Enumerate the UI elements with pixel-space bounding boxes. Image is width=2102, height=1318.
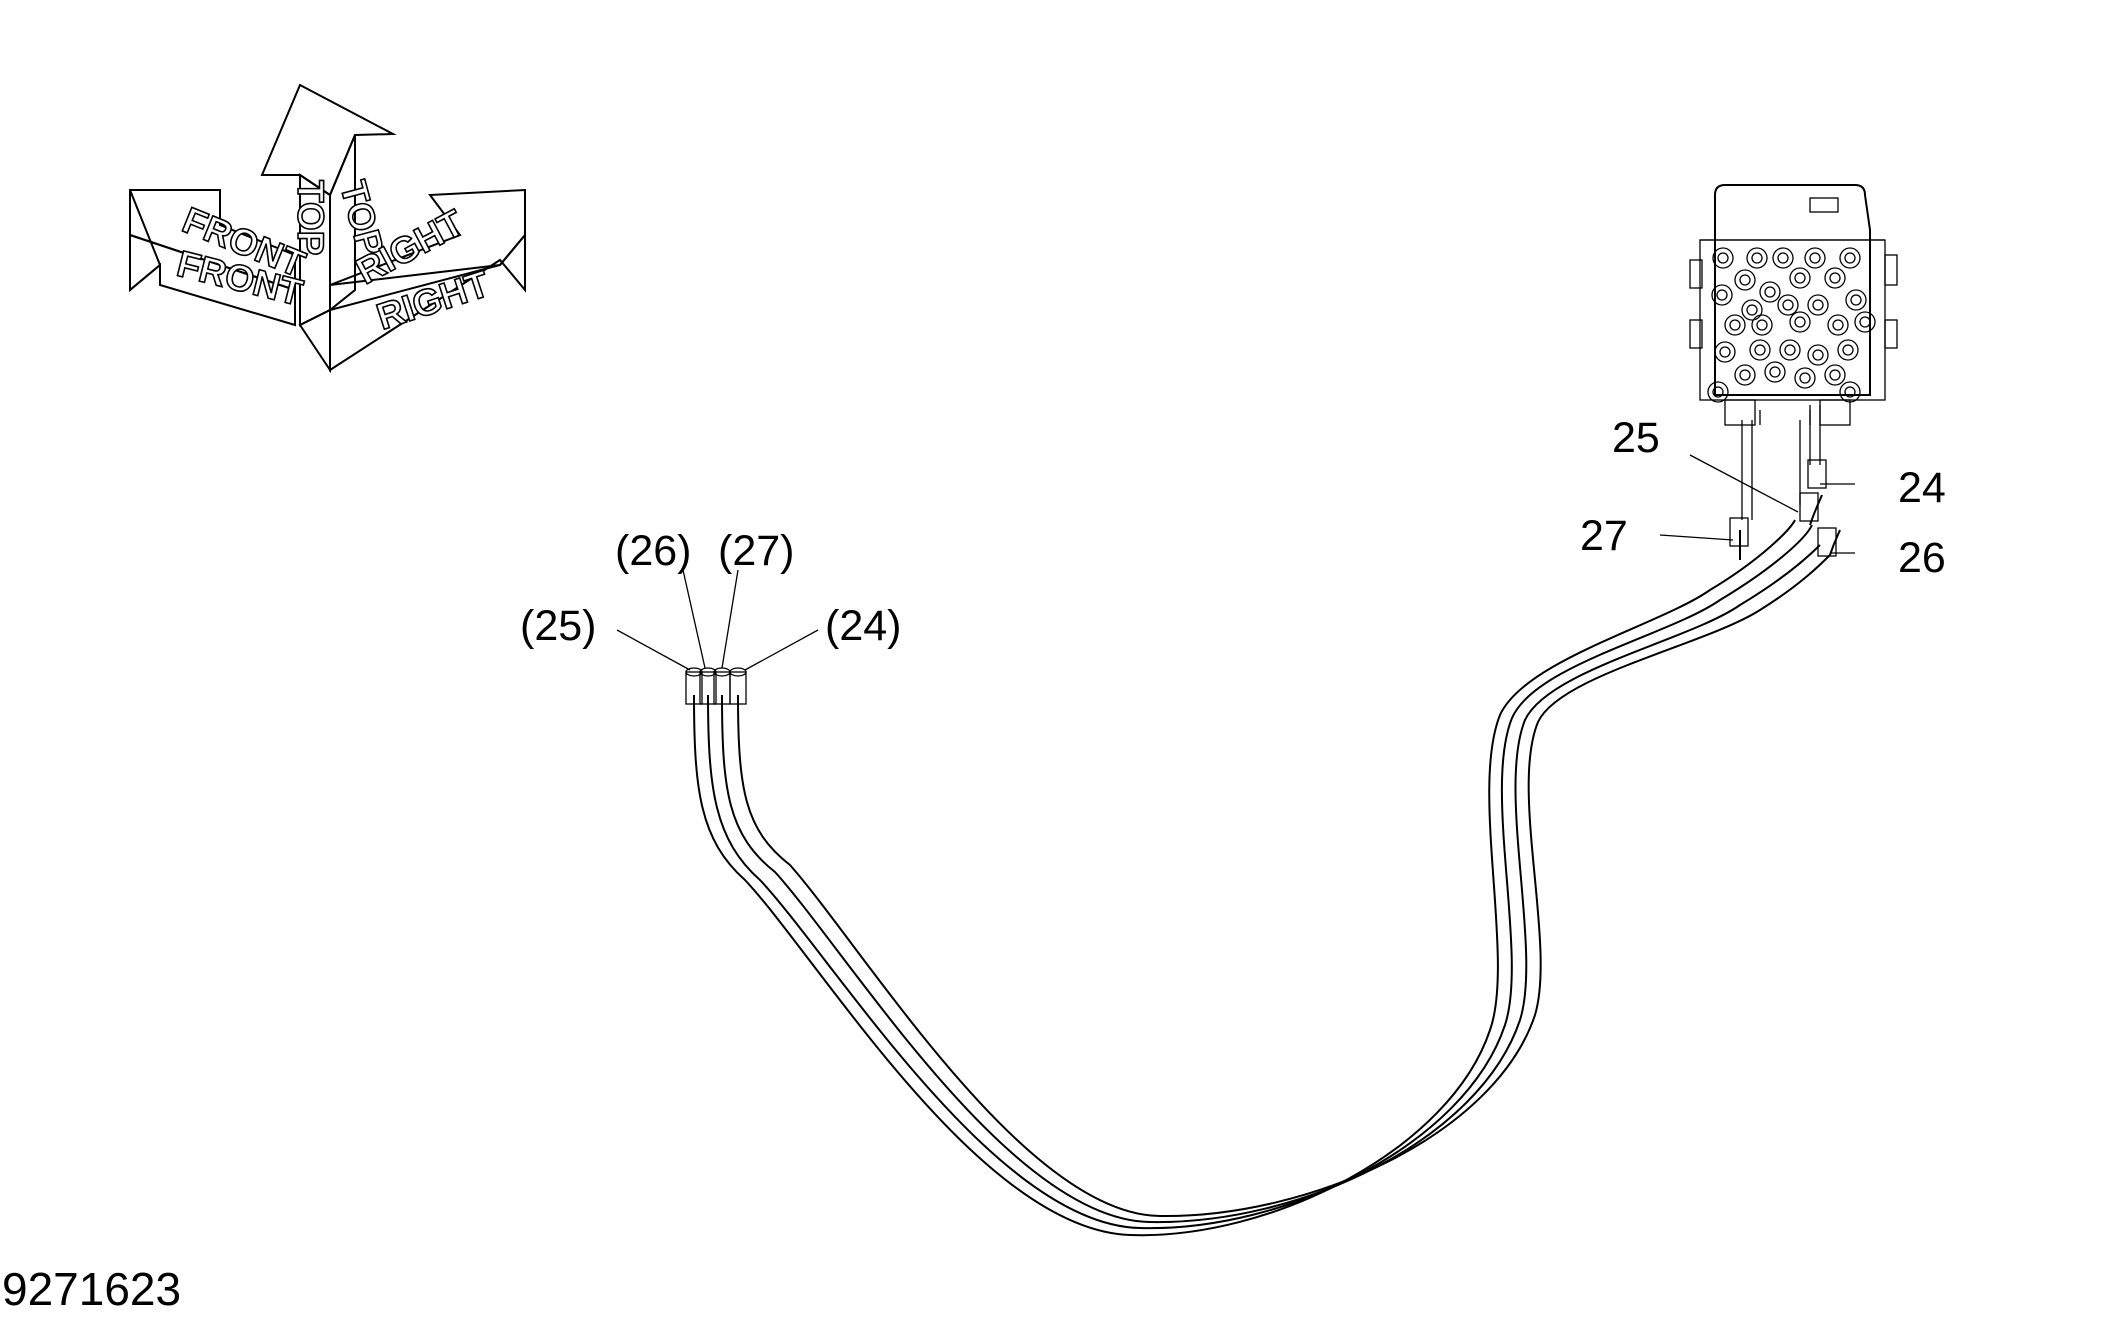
bolt-head	[1824, 364, 1846, 386]
callout-27-ref: (27)	[718, 527, 794, 575]
bolt-center	[1784, 344, 1796, 356]
right-fittings	[1729, 459, 1837, 557]
bolt-center	[1812, 299, 1824, 311]
bolt-center	[1832, 319, 1844, 331]
bolt-head	[1777, 294, 1799, 316]
bolt-center	[1850, 294, 1862, 306]
bolt-head	[1807, 344, 1829, 366]
bolt-head	[1845, 289, 1867, 311]
bolt-head	[1734, 364, 1756, 386]
bolt-head	[1804, 247, 1826, 269]
bolt-center	[1794, 316, 1806, 328]
bolt-head	[1734, 269, 1756, 291]
bolt-head	[1779, 339, 1801, 361]
bolt-center	[1717, 252, 1729, 264]
bolt-head	[1794, 367, 1816, 389]
bolt-center	[1751, 252, 1763, 264]
bolt-head	[1854, 311, 1876, 333]
bolt-center	[1829, 369, 1841, 381]
bolt-head	[1827, 314, 1849, 336]
bolt-center	[1729, 319, 1741, 331]
bolt-head	[1712, 247, 1734, 269]
bolt-head	[1789, 267, 1811, 289]
bolt-center	[1844, 386, 1856, 398]
right-arrow	[298, 188, 526, 374]
leader-lines	[616, 454, 1855, 671]
bolt-head	[1824, 267, 1846, 289]
bolt-center	[1777, 252, 1789, 264]
bolt-center	[1844, 252, 1856, 264]
bolt-head	[1714, 341, 1736, 363]
bolt-head	[1839, 247, 1861, 269]
callout-25: 25	[1612, 414, 1660, 462]
callout-26: 26	[1898, 534, 1946, 582]
bolt-head	[1764, 361, 1786, 383]
front-arrow	[129, 189, 296, 327]
bolt-head	[1711, 284, 1733, 306]
bolt-center	[1809, 252, 1821, 264]
bolt-head	[1724, 314, 1746, 336]
bolt-center	[1859, 316, 1871, 328]
callout-27: 27	[1580, 512, 1628, 560]
bolt-center	[1842, 344, 1854, 356]
bolt-head	[1741, 299, 1763, 321]
bolt-head	[1837, 339, 1859, 361]
bolt-head	[1746, 247, 1768, 269]
bolt-head	[1789, 311, 1811, 333]
bolt-head	[1707, 381, 1729, 403]
bolt-head	[1749, 339, 1771, 361]
bolt-head	[1839, 381, 1861, 403]
bolt-head	[1751, 314, 1773, 336]
control-valve	[1689, 184, 1898, 426]
bolt-center	[1794, 272, 1806, 284]
bolt-center	[1746, 304, 1758, 316]
bolt-center	[1739, 369, 1751, 381]
bolt-center	[1799, 372, 1811, 384]
bolt-center	[1764, 286, 1776, 298]
bolt-center	[1829, 272, 1841, 284]
callout-26-ref: (26)	[615, 527, 691, 575]
bolt-center	[1782, 299, 1794, 311]
bolt-head	[1772, 247, 1794, 269]
bolt-center	[1769, 366, 1781, 378]
top-label-front: TOP	[290, 180, 331, 255]
orientation-symbol: TOP TOP FRONT FRONT RIGHT RIGHT	[129, 83, 526, 374]
bolt-center	[1712, 386, 1724, 398]
bolt-center	[1719, 346, 1731, 358]
valve-bolts	[1707, 247, 1876, 403]
bolt-center	[1754, 344, 1766, 356]
hose-bundle	[693, 405, 1841, 1237]
bolt-head	[1759, 281, 1781, 303]
callout-24: 24	[1898, 464, 1946, 512]
bolt-center	[1739, 274, 1751, 286]
callout-24-ref: (24)	[825, 602, 901, 650]
callout-25-ref: (25)	[520, 602, 596, 650]
bolt-head	[1807, 294, 1829, 316]
bolt-center	[1812, 349, 1824, 361]
bolt-center	[1716, 289, 1728, 301]
document-number: 9271623	[2, 1263, 182, 1315]
bolt-center	[1756, 319, 1768, 331]
